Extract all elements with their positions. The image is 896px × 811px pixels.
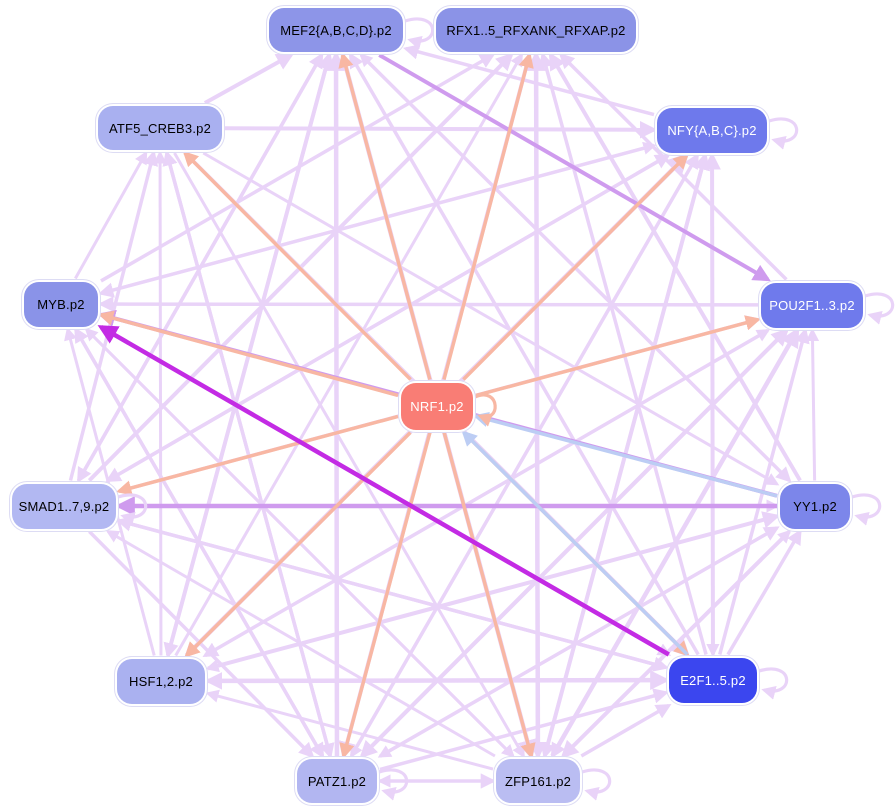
edge-patz1-to-atf5 (162, 150, 332, 757)
edge-nfy-to-patz1 (350, 154, 699, 759)
node-label-atf5: ATF5_CREB3.p2 (108, 120, 212, 136)
edge-e2f1-to-smad (116, 516, 667, 670)
node-nfy[interactable]: NFY{A,B,C}.p2 (657, 107, 767, 153)
edge-hsf1-to-rfx (174, 52, 523, 657)
edge-patz1-to-mef2 (326, 51, 346, 757)
edge-pou2f1-to-hsf1 (202, 328, 769, 658)
self-loop-pou2f1 (864, 292, 895, 325)
edge-nrf1-to-zfp161 (442, 432, 536, 759)
edge-nfy-to-mef2 (403, 44, 655, 117)
node-label-nfy: NFY{A,B,C}.p2 (667, 122, 757, 138)
node-label-pou2f1: POU2F1..3.p2 (769, 297, 855, 313)
node-nrf1[interactable]: NRF1.p2 (401, 382, 473, 430)
self-loop-patz1 (378, 768, 409, 801)
self-loop-e2f1 (758, 667, 789, 700)
edge-nrf1-to-myb (98, 310, 399, 398)
self-loop-smad (117, 493, 148, 526)
edge-nfy-to-myb (98, 143, 655, 298)
self-loop-zfp161 (581, 768, 612, 801)
node-label-nrf1: NRF1.p2 (410, 398, 464, 414)
edge-nrf1-to-hsf1 (184, 431, 412, 658)
edge-yy1-to-pou2f1 (805, 327, 820, 481)
node-label-hsf1: HSF1,2.p2 (129, 673, 193, 689)
edge-atf5-to-yy1 (202, 151, 780, 486)
node-label-rfx: RFX1..5_RFXANK_RFXAP.p2 (446, 22, 626, 38)
node-label-zfp161: ZFP161.p2 (504, 773, 572, 789)
self-loop-yy1 (851, 493, 882, 526)
node-rfx[interactable]: RFX1..5_RFXANK_RFXAP.p2 (436, 8, 636, 52)
edge-zfp161-to-e2f1 (580, 703, 672, 758)
node-atf5[interactable]: ATF5_CREB3.p2 (98, 106, 222, 150)
node-label-smad: SMAD1..7,9.p2 (18, 498, 110, 514)
node-patz1[interactable]: PATZ1.p2 (297, 759, 377, 803)
edge-hsf1-to-atf5 (153, 150, 167, 656)
node-label-myb: MYB.p2 (37, 296, 85, 312)
node-smad[interactable]: SMAD1..7,9.p2 (12, 483, 116, 529)
node-label-patz1: PATZ1.p2 (307, 773, 367, 789)
node-yy1[interactable]: YY1.p2 (780, 483, 850, 529)
node-label-e2f1: E2F1..5.p2 (680, 672, 746, 688)
node-pou2f1[interactable]: POU2F1..3.p2 (761, 282, 863, 328)
edge-atf5-to-mef2 (203, 53, 295, 105)
edge-e2f1-to-hsf1 (204, 672, 667, 690)
self-loop-nrf1 (474, 393, 497, 427)
edge-mef2-to-pou2f1 (378, 53, 771, 282)
edge-yy1-to-nrf1 (473, 412, 778, 498)
edge-e2f1-to-mef2 (348, 52, 700, 656)
edge-nrf1-to-pou2f1 (475, 315, 761, 398)
node-myb[interactable]: MYB.p2 (24, 281, 98, 327)
node-label-yy1: YY1.p2 (793, 498, 837, 514)
self-loop-nfy (768, 117, 799, 150)
edge-yy1-to-patz1 (377, 526, 778, 758)
edge-atf5-to-zfp161 (173, 152, 525, 759)
edge-myb-to-atf5 (74, 150, 148, 280)
node-e2f1[interactable]: E2F1..5.p2 (669, 657, 757, 703)
edge-e2f1-to-nrf1 (461, 430, 689, 656)
edge-nrf1-to-atf5 (182, 150, 412, 381)
node-label-mef2: MEF2{A,B,C,D}.p2 (280, 22, 392, 38)
edge-e2f1-to-myb (97, 325, 670, 657)
edge-nrf1-to-nfy (462, 153, 689, 381)
edge-rfx-to-zfp161 (529, 54, 547, 760)
edge-myb-to-rfx (100, 53, 496, 283)
edge-nrf1-to-rfx (442, 52, 534, 380)
edge-pou2f1-to-myb (97, 296, 759, 312)
edge-e2f1-to-yy1 (726, 528, 802, 656)
edge-nrf1-to-mef2 (338, 52, 432, 380)
node-mef2[interactable]: MEF2{A,B,C,D}.p2 (269, 8, 403, 52)
edge-nrf1-to-smad (116, 414, 399, 496)
edge-nfy-to-smad (105, 153, 669, 483)
edge-atf5-to-nfy (224, 120, 658, 139)
edge-nrf1-to-patz1 (339, 432, 432, 759)
edge-yy1-to-hsf1 (205, 514, 778, 673)
node-zfp161[interactable]: ZFP161.p2 (496, 759, 580, 803)
node-hsf1[interactable]: HSF1,2.p2 (117, 658, 205, 704)
self-loop-mef2 (404, 17, 435, 50)
